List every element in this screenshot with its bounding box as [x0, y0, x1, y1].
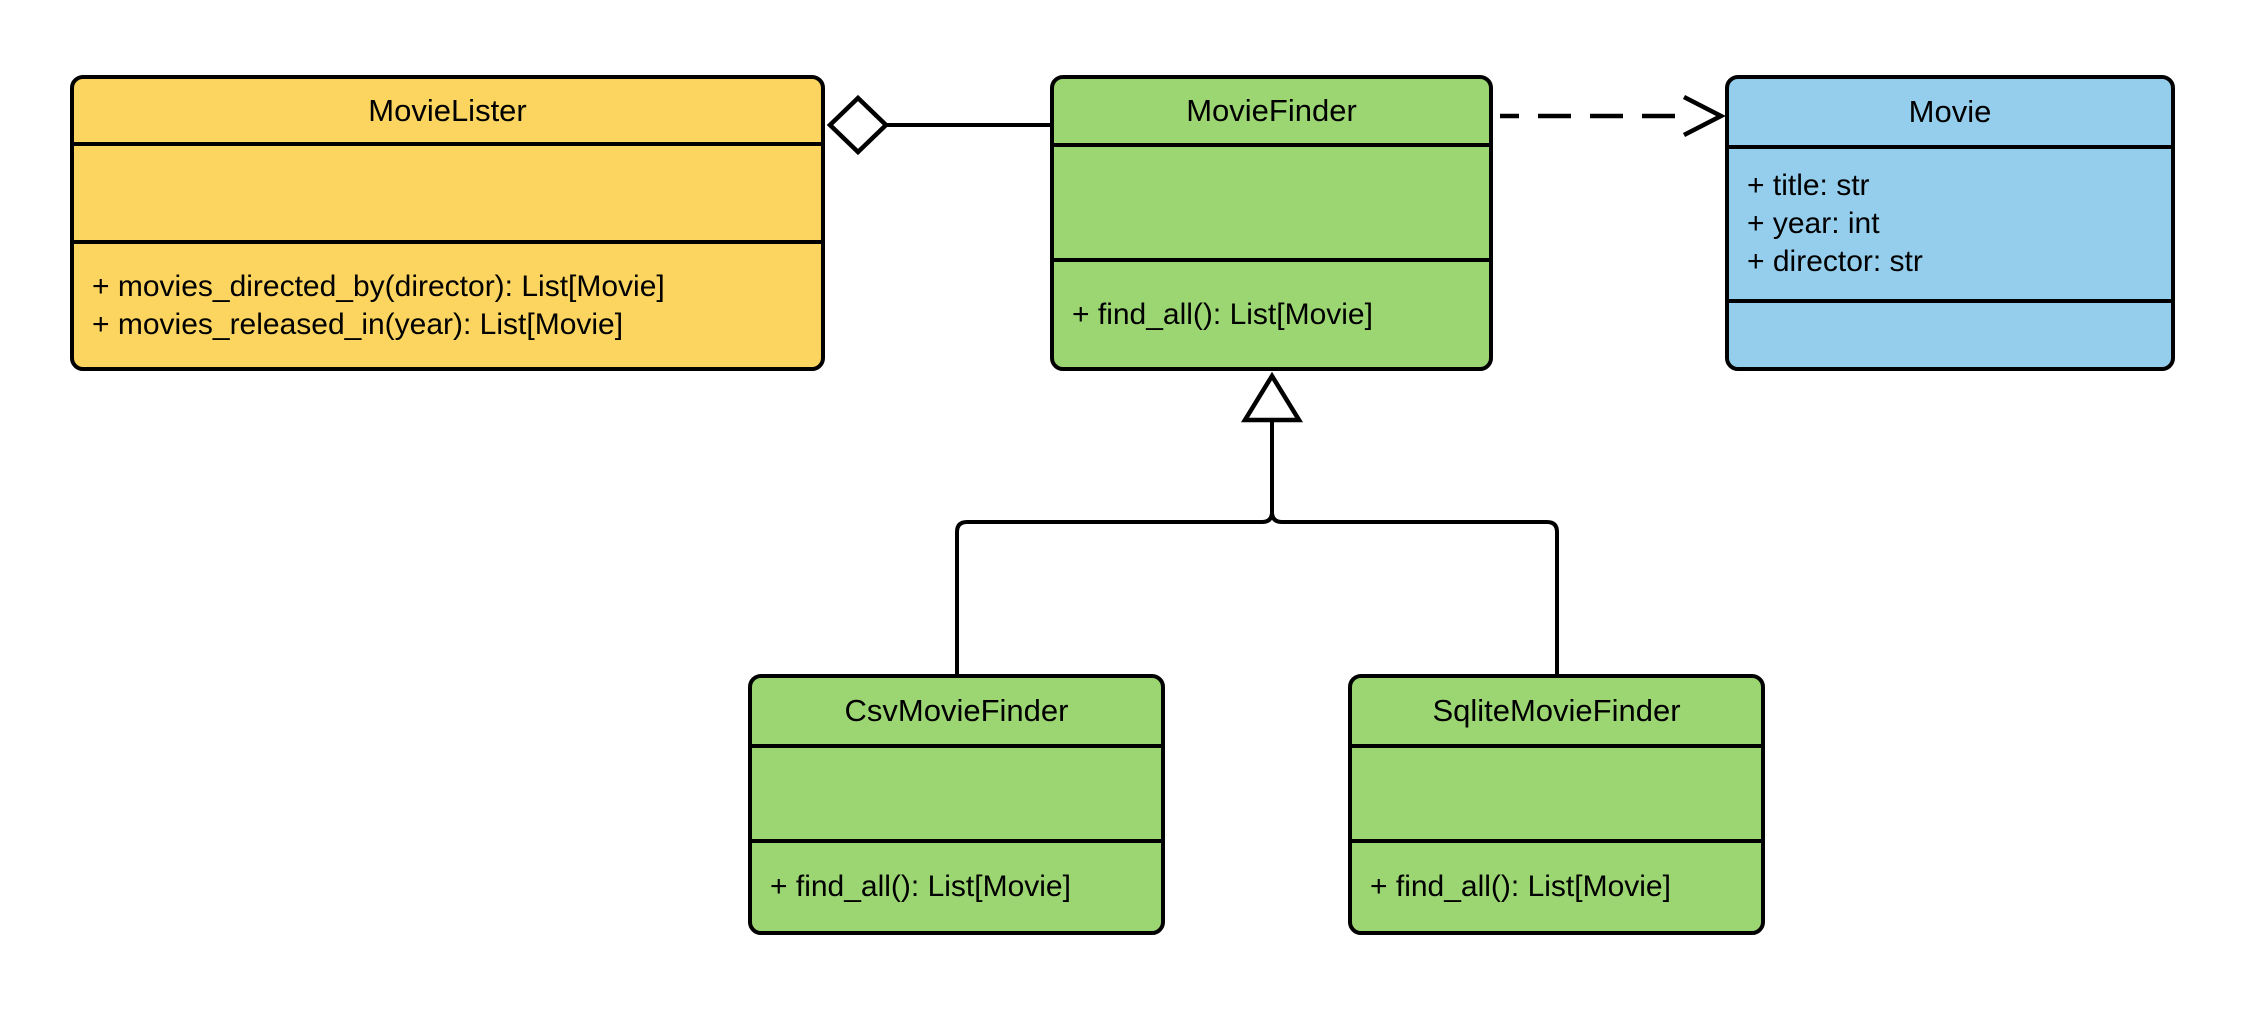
class-title: SqliteMovieFinder: [1352, 678, 1761, 748]
class-node-moviefinder: MovieFinder + find_all(): List[Movie]: [1050, 75, 1493, 371]
class-attributes: [1054, 147, 1489, 262]
attribute-line: + year: int: [1747, 207, 1880, 240]
class-title: CsvMovieFinder: [752, 678, 1161, 748]
inheritance-triangle-icon: [1240, 371, 1304, 423]
aggregation-edge: [826, 94, 1052, 156]
class-title: MovieLister: [74, 79, 821, 146]
class-attributes: [74, 146, 821, 244]
class-methods: + find_all(): List[Movie]: [1054, 262, 1489, 367]
dependency-edge: [1500, 94, 1726, 138]
method-line: + find_all(): List[Movie]: [1370, 870, 1671, 903]
inheritance-branch-left: [955, 420, 1274, 674]
class-attributes: + title: str + year: int + director: str: [1729, 149, 2171, 303]
aggregation-diamond-icon: [826, 94, 890, 156]
method-line: + find_all(): List[Movie]: [1072, 297, 1373, 331]
attribute-line: + title: str: [1747, 169, 1870, 202]
class-node-csvmoviefinder: CsvMovieFinder + find_all(): List[Movie]: [748, 674, 1165, 935]
class-methods: + movies_directed_by(director): List[Mov…: [74, 244, 821, 367]
class-methods: + find_all(): List[Movie]: [752, 843, 1161, 931]
class-attributes: [752, 748, 1161, 843]
class-node-movie: Movie + title: str + year: int + directo…: [1725, 75, 2175, 371]
inheritance-branch-right: [1270, 420, 1559, 674]
class-methods: [1729, 303, 2171, 367]
dependency-arrowhead-icon: [1682, 94, 1726, 138]
class-node-sqlitemoviefinder: SqliteMovieFinder + find_all(): List[Mov…: [1348, 674, 1765, 935]
class-node-movielister: MovieLister + movies_directed_by(directo…: [70, 75, 825, 371]
method-line: + movies_released_in(year): List[Movie]: [92, 307, 624, 341]
method-line: + find_all(): List[Movie]: [770, 870, 1071, 903]
class-title: MovieFinder: [1054, 79, 1489, 147]
attribute-line: + director: str: [1747, 245, 1923, 278]
class-methods: + find_all(): List[Movie]: [1352, 843, 1761, 931]
method-line: + movies_directed_by(director): List[Mov…: [92, 269, 665, 303]
class-title: Movie: [1729, 79, 2171, 149]
class-attributes: [1352, 748, 1761, 843]
inheritance-edge: [955, 371, 1559, 674]
